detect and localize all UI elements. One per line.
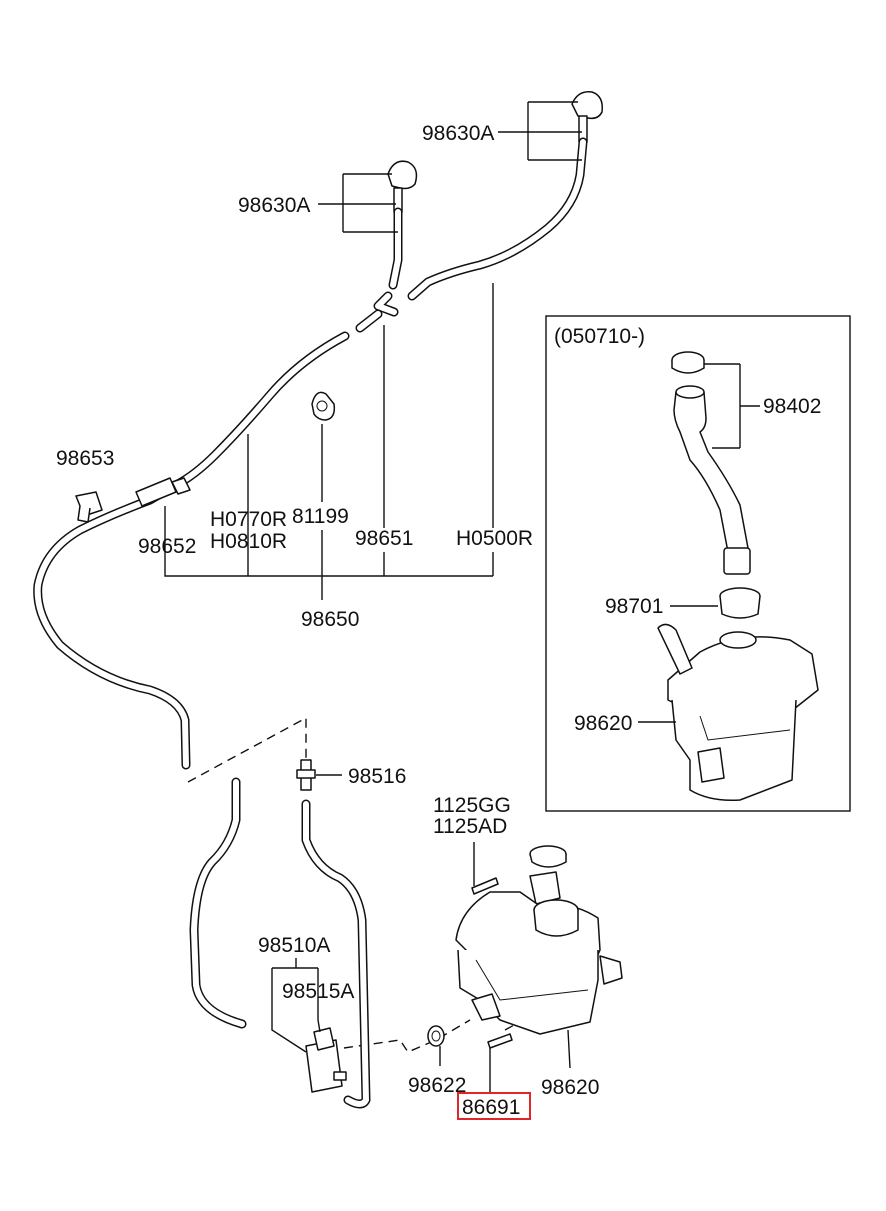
label-pump-sub: 98515A	[282, 980, 354, 1003]
label-pump: 98510A	[258, 934, 330, 957]
inset-panel	[545, 315, 851, 812]
label-bolt-b: 1125AD	[433, 815, 507, 838]
label-nozzle-right: 98630A	[422, 122, 494, 145]
label-hose-h0770r: H0770R	[210, 508, 287, 531]
washer-pump[interactable]	[305, 1027, 347, 1093]
inset-label-filler-neck: 98402	[763, 395, 821, 418]
washer-reservoir[interactable]	[455, 845, 623, 1035]
lower-hose-set[interactable]	[189, 777, 371, 1109]
break-line	[187, 716, 307, 783]
nozzle-right[interactable]	[571, 91, 604, 143]
joint-98516[interactable]	[296, 759, 342, 791]
inset-seal[interactable]	[719, 587, 761, 619]
label-hose-h0500r: H0500R	[456, 527, 533, 550]
bolt-1125gg[interactable]	[471, 842, 499, 895]
label-clip-81199: 81199	[292, 505, 349, 528]
inset-label-seal: 98701	[605, 595, 663, 618]
connector-clip[interactable]	[75, 491, 103, 523]
pump-leader-lines	[271, 958, 321, 1053]
highlight-box	[457, 1092, 531, 1120]
label-hose-assembly: 98650	[301, 608, 359, 631]
upper-hose-set[interactable]	[33, 137, 588, 770]
label-hose-98651: 98651	[355, 527, 413, 550]
reservoir-leader	[567, 1029, 571, 1069]
inset-reservoir[interactable]	[657, 623, 819, 802]
nozzle-left[interactable]	[387, 160, 418, 213]
inset-label-reservoir: 98620	[574, 712, 632, 735]
upper-leader-lines	[164, 101, 582, 600]
label-connector-clip: 98653	[56, 447, 114, 470]
label-hose-h0810r: H0810R	[210, 530, 287, 553]
label-hose-98652: 98652	[138, 535, 196, 558]
grommet-98622[interactable]	[427, 1025, 445, 1066]
label-nozzle-left: 98630A	[238, 194, 310, 217]
inset-leader-lines	[638, 363, 760, 723]
inset-filler-neck[interactable]	[671, 351, 751, 575]
label-bolt-a: 1125GG	[433, 794, 511, 817]
clip-81199[interactable]	[311, 391, 336, 421]
inset-range-label: (050710-)	[554, 325, 645, 348]
label-reservoir: 98620	[541, 1076, 599, 1099]
label-screw-highlighted[interactable]: 86691	[462, 1096, 520, 1119]
label-grommet: 98622	[408, 1074, 466, 1097]
screw-86691[interactable]	[487, 1033, 513, 1092]
label-joint: 98516	[348, 765, 406, 788]
